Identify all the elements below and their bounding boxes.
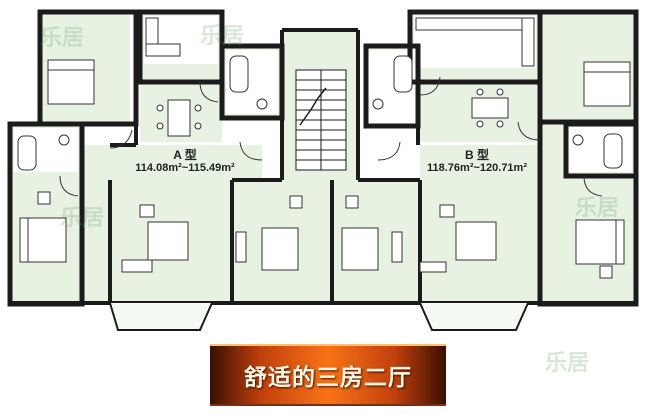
staircase xyxy=(295,69,347,171)
bay-windows xyxy=(109,302,529,331)
unit-b-area-label: 118.76m²~120.71m² xyxy=(427,162,527,174)
unit-b-type-label: B 型 xyxy=(464,148,489,162)
title-banner: 舒适的三房二厅 xyxy=(210,344,446,406)
fixtures xyxy=(17,17,623,171)
watermark-logo: 乐居 xyxy=(40,26,85,51)
door-swings xyxy=(59,76,603,197)
room-fills xyxy=(10,12,636,303)
dining-tables xyxy=(156,88,509,137)
banner-text: 舒适的三房二厅 xyxy=(244,365,412,391)
beds xyxy=(19,59,631,271)
watermark-logo: 乐居 xyxy=(200,24,245,49)
unit-a-type-label: A 型 xyxy=(173,148,197,162)
chairs xyxy=(37,191,613,279)
watermark-logo: 乐居 xyxy=(60,206,105,231)
watermark-logo: 乐居 xyxy=(545,351,590,376)
watermark-logo: 乐居 xyxy=(575,196,620,221)
unit-a-area-label: 114.08m²~115.49m² xyxy=(135,162,235,174)
